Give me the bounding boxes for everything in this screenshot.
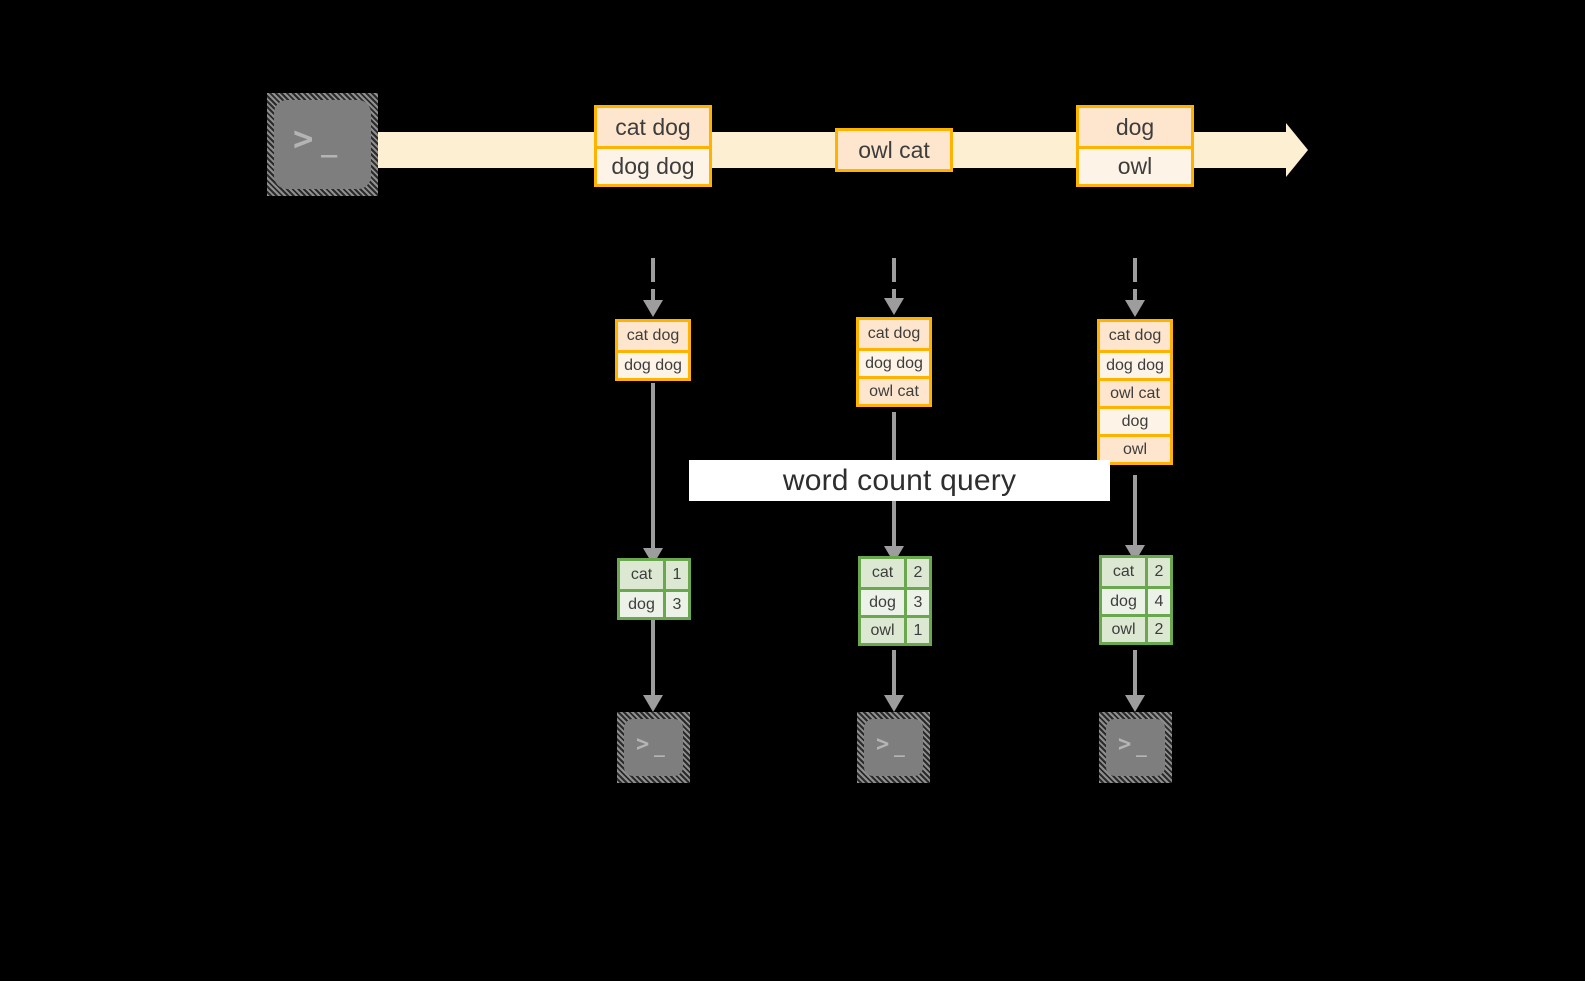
terminal-prompt-underscore-icon: _ (654, 737, 665, 758)
window-record: owl cat (859, 376, 929, 404)
result-word: owl (861, 618, 904, 643)
trigger-arrow-dash-2a (892, 258, 896, 282)
result-row: owl 2 (1102, 614, 1170, 642)
result-count: 1 (904, 618, 929, 643)
stream-record: cat dog (597, 108, 709, 146)
trigger-arrow-dash-2b (892, 289, 896, 301)
window-record: dog dog (1100, 350, 1170, 378)
sink-terminal-icon-2[interactable]: > _ (857, 712, 930, 783)
result-row: dog 3 (620, 589, 688, 617)
sink-arrow-head-1 (643, 695, 663, 712)
result-count: 3 (663, 592, 688, 617)
accumulated-window-3[interactable]: cat dog dog dog owl cat dog owl (1097, 319, 1173, 465)
result-word: dog (1102, 589, 1145, 614)
trigger-arrow-dash-1a (651, 258, 655, 282)
sink-terminal-icon-3[interactable]: > _ (1099, 712, 1172, 783)
trigger-arrow-dash-3b (1133, 289, 1137, 303)
stream-record: dog dog (597, 146, 709, 184)
window-record: dog dog (859, 348, 929, 376)
result-count: 3 (904, 590, 929, 615)
window-record: owl cat (1100, 378, 1170, 406)
word-count-result-2[interactable]: cat 2 dog 3 owl 1 (858, 556, 932, 646)
stream-arrow-head (1286, 123, 1308, 177)
result-row: dog 4 (1102, 586, 1170, 614)
result-row: owl 1 (861, 615, 929, 643)
terminal-prompt-underscore-icon: _ (321, 127, 338, 158)
query-arrow-line-3 (1133, 475, 1137, 549)
word-count-result-3[interactable]: cat 2 dog 4 owl 2 (1099, 555, 1173, 645)
result-count: 2 (904, 559, 929, 587)
trigger-arrow-dash-3a (1133, 258, 1137, 282)
result-word: owl (1102, 617, 1145, 642)
trigger-arrow-head-1 (643, 300, 663, 317)
terminal-screen: > _ (624, 719, 683, 776)
query-banner-label: word count query (782, 463, 1017, 497)
terminal-prompt-chevron-icon: > (876, 732, 890, 757)
sink-terminal-icon-1[interactable]: > _ (617, 712, 690, 783)
window-record: owl (1100, 434, 1170, 462)
result-count: 2 (1145, 617, 1170, 642)
sink-arrow-line-3 (1133, 650, 1137, 698)
terminal-screen: > _ (864, 719, 923, 776)
terminal-prompt-chevron-icon: > (636, 732, 650, 757)
result-row: cat 2 (861, 559, 929, 587)
result-word: cat (1102, 558, 1145, 586)
sink-arrow-line-2 (892, 650, 896, 698)
terminal-screen: > _ (274, 100, 371, 189)
query-arrow-line-1 (651, 383, 655, 551)
window-record: cat dog (859, 320, 929, 348)
sink-arrow-line-1 (651, 620, 655, 698)
stream-record-group-3[interactable]: dog owl (1076, 105, 1194, 187)
result-word: cat (620, 561, 663, 589)
result-row: cat 2 (1102, 558, 1170, 586)
terminal-prompt-underscore-icon: _ (1136, 737, 1147, 758)
terminal-screen: > _ (1106, 719, 1165, 776)
stream-record: owl (1079, 146, 1191, 184)
word-count-result-1[interactable]: cat 1 dog 3 (617, 558, 691, 620)
result-word: cat (861, 559, 904, 587)
window-record: cat dog (618, 322, 688, 350)
sink-arrow-head-3 (1125, 695, 1145, 712)
source-terminal-icon[interactable]: > _ (267, 93, 378, 196)
result-count: 2 (1145, 558, 1170, 586)
window-record: cat dog (1100, 322, 1170, 350)
accumulated-window-1[interactable]: cat dog dog dog (615, 319, 691, 381)
result-count: 4 (1145, 589, 1170, 614)
stream-record-group-2[interactable]: owl cat (835, 128, 953, 172)
query-banner: word count query (689, 460, 1110, 501)
result-row: cat 1 (620, 561, 688, 589)
result-count: 1 (663, 561, 688, 589)
stream-record-group-1[interactable]: cat dog dog dog (594, 105, 712, 187)
trigger-arrow-head-2 (884, 298, 904, 315)
trigger-arrow-dash-1b (651, 289, 655, 303)
trigger-arrow-head-3 (1125, 300, 1145, 317)
accumulated-window-2[interactable]: cat dog dog dog owl cat (856, 317, 932, 407)
stream-record: dog (1079, 108, 1191, 146)
terminal-prompt-chevron-icon: > (293, 119, 314, 159)
terminal-prompt-underscore-icon: _ (894, 737, 905, 758)
window-record: dog dog (618, 350, 688, 378)
result-word: dog (861, 590, 904, 615)
stream-record: owl cat (838, 131, 950, 169)
window-record: dog (1100, 406, 1170, 434)
terminal-prompt-chevron-icon: > (1118, 732, 1132, 757)
result-word: dog (620, 592, 663, 617)
sink-arrow-head-2 (884, 695, 904, 712)
result-row: dog 3 (861, 587, 929, 615)
